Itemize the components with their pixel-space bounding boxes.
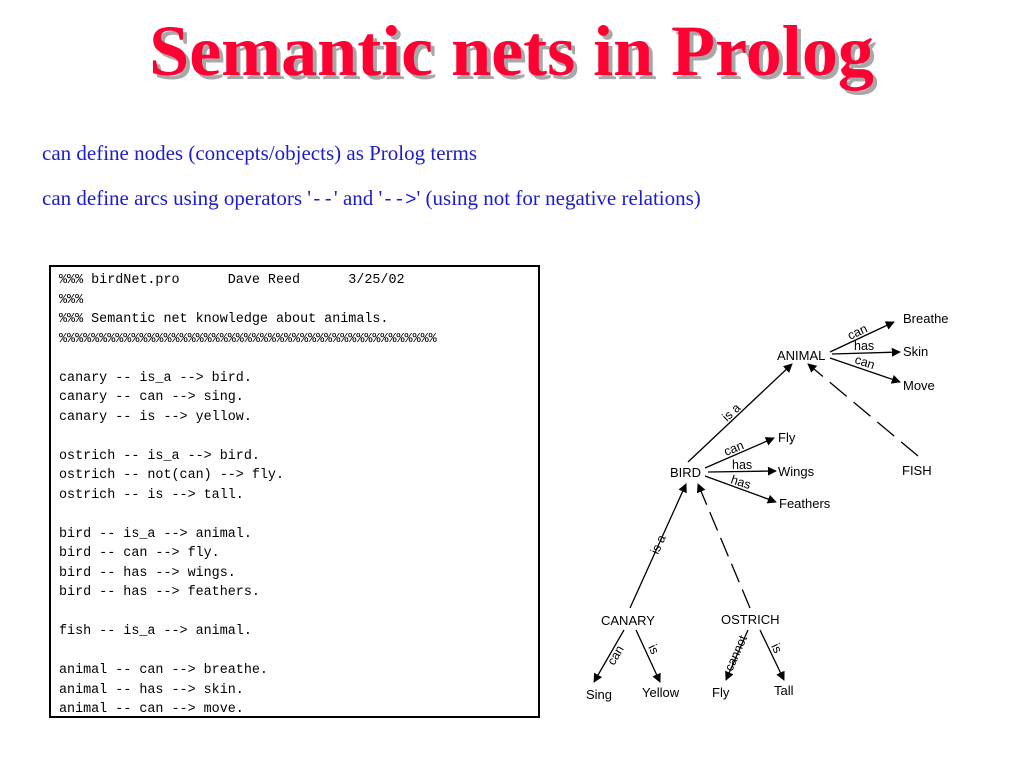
- code-line: bird -- has --> wings.: [59, 565, 236, 581]
- operator-arrow: -->: [382, 189, 417, 211]
- code-line: [59, 349, 530, 369]
- bullet-nodes: can define nodes (concepts/objects) as P…: [42, 141, 478, 165]
- node-tall: Tall: [774, 683, 794, 698]
- node-breathe: Breathe: [903, 311, 949, 326]
- code-line: bird -- can --> fly.: [59, 546, 220, 561]
- edge-label-can: can: [604, 643, 626, 667]
- node-move: Move: [903, 378, 935, 393]
- semantic-net-diagram: ANIMAL Breathe Skin Move BIRD Fly Wings …: [586, 311, 949, 702]
- bullet-arcs-text-2: ' and ': [333, 186, 383, 210]
- code-line: %%%%%%%%%%%%%%%%%%%%%%%%%%%%%%%%%%%%%%%%…: [59, 331, 437, 347]
- node-animal: ANIMAL: [777, 348, 825, 363]
- code-line: canary -- is --> yellow.: [59, 409, 252, 425]
- code-line: bird -- has --> feathers.: [59, 585, 260, 600]
- edge-label-has: has: [854, 339, 874, 353]
- code-line: animal -- can --> breathe.: [59, 663, 268, 678]
- edge-label-isa: is a: [719, 401, 743, 425]
- node-fly: Fly: [778, 430, 796, 445]
- edge-bird-animal: [687, 363, 793, 463]
- code-line: ostrich -- not(can) --> fly.: [59, 468, 284, 483]
- code-line: %%% Semantic net knowledge about animals…: [59, 312, 389, 327]
- code-line: canary -- is_a --> bird.: [59, 370, 252, 386]
- node-feathers: Feathers: [779, 496, 831, 511]
- edge-animal-skin: [831, 347, 901, 357]
- code-line: [59, 427, 530, 447]
- code-line: canary -- can --> sing.: [59, 390, 244, 405]
- code-line: fish -- is_a --> animal.: [59, 624, 252, 639]
- edge-bird-feathers: [704, 475, 777, 504]
- code-line: [59, 603, 530, 623]
- code-line: %%% birdNet.pro Dave Reed 3/25/02: [59, 273, 405, 288]
- code-line: animal -- has --> skin.: [59, 682, 244, 698]
- edge-animal-breathe: [829, 321, 895, 353]
- node-fly-ostrich: Fly: [712, 685, 730, 700]
- page-title: Semantic nets in Prolog: [149, 11, 874, 91]
- code-line: bird -- is_a --> animal.: [59, 526, 252, 542]
- edge-canary-sing: [593, 629, 625, 683]
- bullet-arcs-text-3: ' (using not for negative relations): [416, 186, 701, 210]
- edge-bird-wings: [707, 466, 777, 476]
- code-line: animal -- can --> move.: [59, 702, 244, 717]
- edge-animal-move: [829, 357, 901, 384]
- edge-ostrich-bird: [696, 483, 751, 609]
- edge-label-can: can: [722, 438, 746, 459]
- node-ostrich: OSTRICH: [721, 612, 780, 627]
- code-line: ostrich -- is --> tall.: [59, 487, 244, 503]
- edge-ostrich-tall: [759, 629, 785, 681]
- node-yellow: Yellow: [642, 685, 680, 700]
- bullet-arcs: can define arcs using operators '--' and…: [42, 186, 701, 211]
- node-skin: Skin: [903, 344, 928, 359]
- bullet-arcs-text-1: can define arcs using operators ': [42, 186, 312, 210]
- node-sing: Sing: [586, 687, 612, 702]
- edge-fish-animal: [807, 363, 919, 457]
- edge-canary-bird: [629, 483, 687, 609]
- edge-canary-yellow: [635, 629, 661, 683]
- edge-label-has: has: [729, 473, 752, 493]
- node-canary: CANARY: [601, 613, 655, 628]
- node-bird: BIRD: [670, 465, 701, 480]
- code-line: %%%: [59, 292, 84, 308]
- edge-label-has: has: [732, 458, 752, 472]
- edge-ostrich-fly: [725, 629, 749, 681]
- node-wings: Wings: [778, 464, 815, 479]
- edge-label-cannot: cannot: [722, 633, 750, 673]
- code-listing: %%% birdNet.pro Dave Reed 3/25/02 %%% %%…: [49, 265, 540, 718]
- code-line: [59, 642, 530, 662]
- operator-dashdash: --: [311, 189, 334, 211]
- node-fish: FISH: [902, 463, 932, 478]
- code-line: ostrich -- is_a --> bird.: [59, 448, 260, 464]
- edge-bird-fly: [704, 437, 775, 469]
- code-line: [59, 505, 530, 525]
- edge-label-isa: is a: [648, 533, 669, 557]
- edge-label-can: can: [853, 353, 877, 373]
